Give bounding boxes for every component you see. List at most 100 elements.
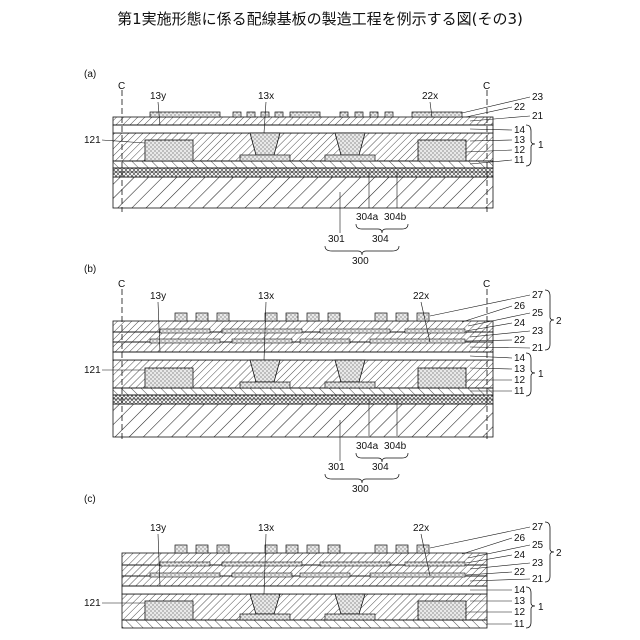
panel-label: (c) [84, 494, 96, 505]
pad-11-b [325, 614, 375, 620]
label-14: 14 [514, 353, 526, 364]
label-group-2: 2 [556, 548, 562, 559]
label-304b: 304b [384, 212, 407, 223]
component-left [145, 368, 193, 388]
label-13: 13 [514, 596, 526, 607]
bracket-2 [545, 290, 554, 350]
cut-label-left: C [118, 81, 125, 92]
label-304b: 304b [384, 441, 407, 452]
insulating-layer-14 [113, 125, 493, 133]
label-300: 300 [352, 256, 369, 267]
label-21: 21 [532, 574, 544, 585]
label-301: 301 [328, 462, 345, 473]
support-body-301 [113, 404, 493, 437]
pad-11-a [240, 614, 290, 620]
pad-11-b [325, 155, 375, 161]
release-layer-304 [113, 395, 493, 404]
label-121: 121 [84, 365, 101, 376]
insulating-layer-14 [122, 586, 487, 594]
label-12: 12 [514, 607, 526, 618]
insulating-layer-21 [113, 117, 493, 125]
wiring-layer-11 [122, 620, 487, 628]
label-301: 301 [328, 234, 345, 245]
cut-label-left: C [118, 279, 125, 290]
label-13: 13 [514, 364, 526, 375]
label-22: 22 [514, 335, 526, 346]
bracket-1 [526, 353, 535, 396]
label-11: 11 [514, 619, 525, 630]
label-121: 121 [84, 135, 101, 146]
component-left [145, 601, 193, 620]
label-300: 300 [352, 484, 369, 495]
label-group-1: 1 [538, 602, 544, 613]
label-121: 121 [84, 598, 101, 609]
label-13x: 13x [258, 291, 274, 302]
label-26: 26 [514, 533, 526, 544]
label-22x: 22x [413, 291, 429, 302]
bracket-304 [356, 224, 408, 233]
pad-11-a [240, 155, 290, 161]
label-12: 12 [514, 375, 526, 386]
wiring-layer-11 [113, 388, 493, 395]
pad-11-b [325, 382, 375, 388]
label-26: 26 [514, 301, 526, 312]
label-25: 25 [532, 540, 544, 551]
panel-label: (a) [84, 69, 96, 80]
label-23: 23 [532, 558, 544, 569]
label-22: 22 [514, 102, 526, 113]
top-pads-27-b [175, 313, 429, 321]
bracket-1 [526, 125, 535, 166]
bracket-1 [526, 587, 535, 628]
insulating-layer-21 [113, 342, 493, 352]
label-14: 14 [514, 585, 526, 596]
label-21: 21 [532, 111, 544, 122]
component-right [418, 368, 466, 388]
insulating-layer-21 [122, 576, 487, 586]
label-group-2: 2 [556, 316, 562, 327]
top-pads-a [150, 112, 462, 117]
panel-c: (c) [84, 494, 562, 630]
insulating-layer-14 [113, 352, 493, 360]
label-23: 23 [532, 92, 544, 103]
cut-label-right: C [483, 81, 490, 92]
label-22: 22 [514, 567, 526, 578]
wiring-layer-11 [113, 161, 493, 168]
label-group-1: 1 [538, 140, 544, 151]
label-304a: 304a [356, 441, 379, 452]
panel-a: (a) [84, 69, 544, 267]
bracket-2 [545, 522, 554, 582]
label-13y: 13y [150, 91, 166, 102]
pad-11-a [240, 382, 290, 388]
label-304a: 304a [356, 212, 379, 223]
support-body-301 [113, 177, 493, 208]
label-13x: 13x [258, 523, 274, 534]
label-21: 21 [532, 343, 544, 354]
bracket-300 [325, 474, 399, 483]
label-304: 304 [372, 462, 389, 473]
label-11: 11 [514, 155, 525, 166]
component-left [145, 140, 193, 161]
component-right [418, 140, 466, 161]
leader-22 [466, 107, 512, 117]
panel-label: (b) [84, 264, 96, 275]
label-22x: 22x [422, 91, 438, 102]
label-13x: 13x [258, 91, 274, 102]
leader-26 [462, 538, 512, 554]
release-layer-304 [113, 168, 493, 177]
bracket-300 [325, 246, 399, 255]
label-304: 304 [372, 234, 389, 245]
label-24: 24 [514, 318, 526, 329]
label-27: 27 [532, 290, 544, 301]
label-group-1: 1 [538, 369, 544, 380]
cut-label-right: C [483, 279, 490, 290]
label-13y: 13y [150, 523, 166, 534]
label-24: 24 [514, 550, 526, 561]
label-27: 27 [532, 522, 544, 533]
bracket-304 [356, 453, 408, 462]
label-25: 25 [532, 308, 544, 319]
top-pads-27-c [175, 545, 429, 553]
label-11: 11 [514, 386, 525, 397]
panel-b: (b) [84, 264, 562, 495]
label-13y: 13y [150, 291, 166, 302]
